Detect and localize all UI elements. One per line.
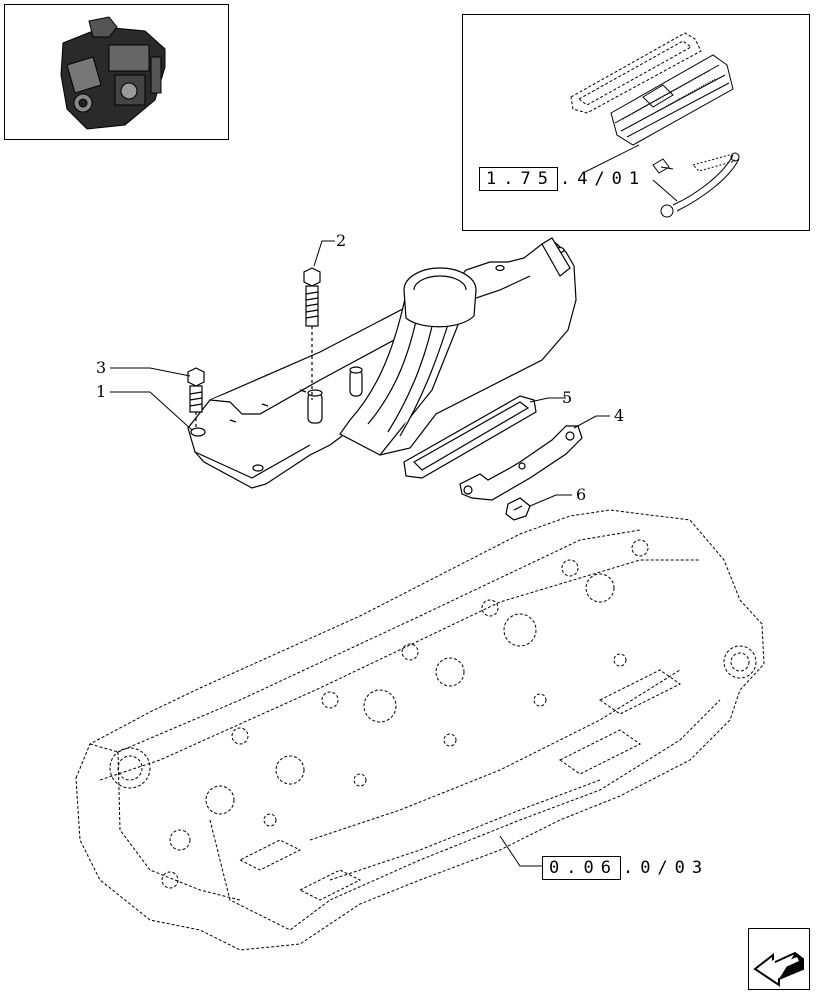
callout-3: 3: [96, 358, 106, 377]
head-ref-leader: [499, 835, 542, 867]
callout-4: 4: [614, 406, 624, 425]
engine-thumbnail-frame: [4, 4, 229, 140]
cylinder-head-phantom: [75, 509, 765, 951]
head-reference-suffix: .0/03: [622, 858, 710, 878]
callout-1: 1: [96, 382, 106, 401]
bolt-2: [303, 267, 321, 400]
intake-manifold: [187, 237, 577, 489]
gasket: [403, 395, 537, 479]
engine-thumbnail-icon: [60, 16, 166, 130]
head-reference-label[interactable]: 0.06.0/03: [542, 856, 709, 880]
callout-5: 5: [562, 388, 572, 407]
inset-reference-suffix: .4/01: [559, 169, 647, 189]
screw-6: [505, 497, 531, 521]
callout-6: 6: [576, 485, 586, 504]
bolt-3: [187, 367, 205, 428]
inset-reference-boxed: 1.75: [479, 167, 558, 191]
inset-detail-frame: 1.75.4/01: [462, 14, 810, 231]
back-navigation-button[interactable]: [748, 928, 810, 990]
inset-reference-label[interactable]: 1.75.4/01: [479, 167, 646, 191]
callout-2: 2: [336, 231, 346, 250]
arrow-back-icon: [753, 951, 804, 987]
callout-leaders: [110, 240, 610, 507]
inset-drawing: [570, 32, 740, 218]
head-reference-boxed: 0.06: [542, 856, 621, 880]
